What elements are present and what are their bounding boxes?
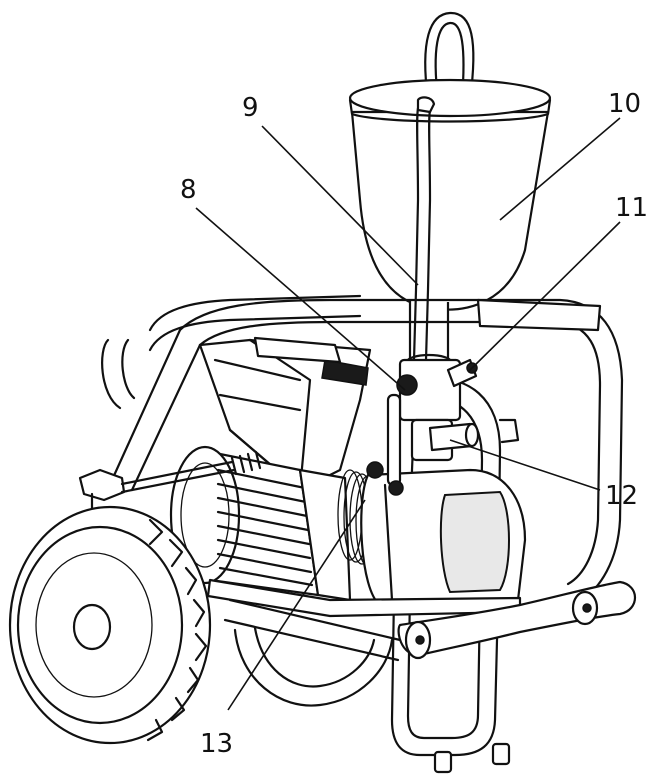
leader-12 [449, 439, 601, 491]
wheel-left [8, 505, 212, 745]
motor-cover-line [213, 358, 302, 382]
motor-cover-line-2 [218, 393, 302, 412]
hopper-handle-inner [434, 21, 465, 102]
wheel-rear-rim [253, 626, 376, 688]
frame-back-stub [101, 338, 122, 410]
leader-11 [467, 221, 621, 373]
cover-top-plate [253, 336, 342, 364]
pressure-fitting-end [464, 422, 480, 448]
motor-cover-fold [228, 338, 312, 492]
motor-cooling-fins [216, 468, 314, 587]
frame-handle-inner [198, 320, 602, 586]
return-hose [411, 96, 436, 397]
wheel-rear-tire [233, 628, 394, 707]
valve-lever-end [388, 480, 404, 496]
front-crossbar [397, 580, 636, 660]
hopper-rim-band [348, 98, 552, 123]
frame-back-stub-2 [121, 338, 136, 400]
frame-foot-right [491, 742, 511, 766]
cord-line [120, 460, 234, 486]
crossbar-bolt-right [582, 603, 592, 613]
callout-10: 10 [608, 89, 641, 119]
valve-knob [396, 374, 418, 396]
crossbar-bolt-left [415, 635, 425, 645]
callouts: 8 9 10 11 12 13 [180, 89, 648, 759]
side-bracket [498, 418, 520, 444]
leader-10 [499, 117, 621, 221]
pump-window [439, 490, 510, 594]
return-hose-outer [411, 106, 420, 397]
leader-13 [227, 499, 366, 711]
power-cord [78, 450, 262, 510]
hopper-rim [348, 78, 552, 118]
valve-lever [386, 393, 402, 487]
return-hose-hook [416, 96, 436, 114]
motor-end-cap [169, 445, 241, 585]
frame-rear-top [148, 294, 362, 332]
return-hose-inner [423, 108, 432, 397]
plug-head [78, 468, 126, 502]
coupling-nut [366, 461, 384, 479]
frame-top-bar [476, 298, 602, 332]
callout-9: 9 [242, 93, 259, 123]
top-housing [198, 298, 602, 492]
frame-lower-rail-2 [223, 618, 400, 662]
cord-line-2 [120, 468, 236, 494]
hopper-handle [424, 11, 475, 102]
cover-vent [321, 359, 369, 386]
frame-foot-left [433, 750, 453, 774]
frame-lower-rail [228, 598, 402, 642]
wheel-rear [233, 626, 394, 707]
wheel-left-tread [146, 518, 208, 742]
pump-seam [383, 483, 394, 602]
pump-manifold [366, 358, 520, 496]
wheel-left-hub [72, 603, 112, 651]
leader-8 [195, 207, 406, 391]
motor-assembly [169, 445, 527, 618]
callout-11: 11 [615, 193, 648, 223]
callout-13: 13 [200, 729, 233, 759]
frame-left-upright-2 [130, 343, 202, 492]
leader-lines [195, 117, 621, 711]
frame-left-upright [110, 328, 182, 482]
cord-strain-relief [230, 450, 262, 476]
callout-8: 8 [180, 175, 197, 205]
leader-9 [261, 125, 419, 286]
callout-12: 12 [605, 481, 638, 511]
hopper-body [350, 110, 550, 311]
wheel-left-disc [35, 552, 153, 698]
